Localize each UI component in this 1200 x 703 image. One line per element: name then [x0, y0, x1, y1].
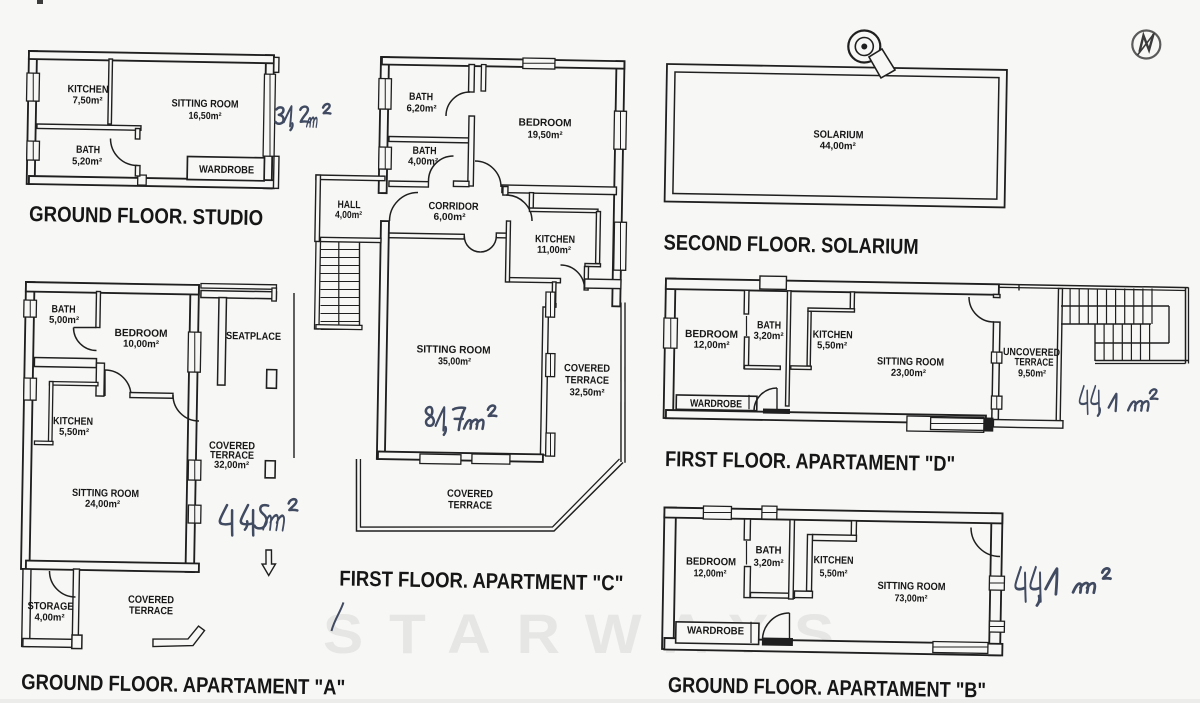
- svg-text:BEDROOM: BEDROOM: [686, 556, 736, 569]
- svg-text:BATH: BATH: [51, 303, 75, 315]
- svg-text:STORAGE: STORAGE: [27, 600, 73, 613]
- svg-text:STARWAYS: STARWAYS: [323, 602, 860, 665]
- svg-text:3,20m²: 3,20m²: [753, 331, 784, 343]
- svg-text:TERRACE: TERRACE: [565, 374, 609, 387]
- svg-text:6,00m²: 6,00m²: [433, 212, 466, 224]
- svg-text:BEDROOM: BEDROOM: [518, 117, 571, 130]
- svg-text:FIRST FLOOR. APARTMENT "C": FIRST FLOOR. APARTMENT "C": [339, 566, 623, 595]
- svg-text:23,00m²: 23,00m²: [891, 368, 927, 380]
- svg-text:32,50m²: 32,50m²: [569, 387, 605, 399]
- svg-text:WARDROBE: WARDROBE: [199, 164, 254, 177]
- svg-text:11,00m²: 11,00m²: [537, 245, 572, 257]
- svg-text:4,00m²: 4,00m²: [408, 156, 439, 168]
- svg-text:BEDROOM: BEDROOM: [685, 328, 738, 341]
- svg-text:COVERED: COVERED: [128, 594, 175, 607]
- svg-text:5,20m²: 5,20m²: [72, 156, 103, 168]
- svg-text:12,00m²: 12,00m²: [693, 568, 727, 580]
- svg-text:WARDROBE: WARDROBE: [690, 398, 742, 411]
- svg-text:24,00m²: 24,00m²: [85, 499, 121, 511]
- svg-text:5,50m²: 5,50m²: [59, 427, 90, 439]
- svg-text:KITCHEN: KITCHEN: [535, 233, 575, 246]
- svg-text:COVERED: COVERED: [209, 440, 256, 453]
- svg-text:SITTING ROOM: SITTING ROOM: [72, 487, 139, 500]
- svg-text:COVERED: COVERED: [564, 362, 611, 375]
- svg-text:SITTING ROOM: SITTING ROOM: [171, 97, 238, 110]
- svg-text:5,00m²: 5,00m²: [49, 315, 80, 327]
- svg-text:TERRACE: TERRACE: [1014, 356, 1053, 369]
- svg-text:10,00m²: 10,00m²: [123, 339, 160, 351]
- svg-text:KITCHEN: KITCHEN: [813, 329, 853, 342]
- svg-text:16,50m²: 16,50m²: [188, 111, 222, 123]
- svg-text:WARDROBE: WARDROBE: [687, 625, 744, 638]
- svg-text:BATH: BATH: [755, 544, 781, 556]
- svg-text:7,50m²: 7,50m²: [72, 95, 103, 107]
- svg-text:UNCOVERED: UNCOVERED: [1003, 346, 1061, 359]
- svg-text:44,00m²: 44,00m²: [820, 141, 857, 153]
- svg-text:SITTING ROOM: SITTING ROOM: [416, 343, 490, 356]
- svg-text:32,00m²: 32,00m²: [214, 460, 250, 472]
- svg-text:GROUND FLOOR. STUDIO: GROUND FLOOR. STUDIO: [29, 202, 263, 230]
- svg-text:6,20m²: 6,20m²: [406, 103, 437, 115]
- svg-text:12,00m²: 12,00m²: [693, 340, 730, 352]
- svg-text:5,50m²: 5,50m²: [817, 340, 848, 352]
- svg-text:COVERED: COVERED: [447, 488, 494, 501]
- svg-text:SOLARIUM: SOLARIUM: [813, 129, 863, 142]
- svg-text:BATH: BATH: [76, 144, 100, 156]
- svg-text:KITCHEN: KITCHEN: [813, 554, 853, 567]
- svg-text:19,50m²: 19,50m²: [527, 130, 563, 142]
- svg-text:BATH: BATH: [409, 91, 433, 103]
- svg-text:CORRIDOR: CORRIDOR: [428, 200, 479, 213]
- svg-text:TERRACE: TERRACE: [448, 499, 492, 512]
- svg-text:FIRST FLOOR. APARTAMENT "D": FIRST FLOOR. APARTAMENT "D": [665, 447, 955, 476]
- svg-text:KITCHEN: KITCHEN: [53, 415, 93, 428]
- svg-text:9,50m²: 9,50m²: [1018, 368, 1047, 379]
- svg-text:BEDROOM: BEDROOM: [114, 327, 167, 340]
- svg-text:GROUND FLOOR. APARTAMENT "A": GROUND FLOOR. APARTAMENT "A": [21, 670, 345, 700]
- svg-text:4,00m²: 4,00m²: [34, 612, 65, 624]
- svg-text:BATH: BATH: [412, 145, 436, 157]
- svg-text:4,00m²: 4,00m²: [335, 210, 363, 221]
- svg-text:35,00m²: 35,00m²: [438, 356, 472, 368]
- svg-text:SITTING ROOM: SITTING ROOM: [877, 580, 945, 593]
- svg-text:BATH: BATH: [757, 319, 781, 331]
- svg-text:5,50m²: 5,50m²: [819, 568, 848, 579]
- svg-text:SEATPLACE: SEATPLACE: [226, 330, 281, 343]
- svg-text:TERRACE: TERRACE: [129, 605, 173, 618]
- svg-text:SITTING ROOM: SITTING ROOM: [877, 355, 944, 368]
- svg-text:3,20m²: 3,20m²: [753, 558, 784, 570]
- svg-text:SECOND FLOOR. SOLARIUM: SECOND FLOOR. SOLARIUM: [663, 231, 918, 259]
- svg-text:TERRACE: TERRACE: [210, 449, 254, 462]
- svg-text:HALL: HALL: [337, 199, 361, 211]
- svg-text:KITCHEN: KITCHEN: [67, 83, 108, 96]
- svg-text:GROUND FLOOR. APARTAMENT "B": GROUND FLOOR. APARTAMENT "B": [668, 673, 986, 703]
- svg-text:73,00m²: 73,00m²: [894, 593, 928, 605]
